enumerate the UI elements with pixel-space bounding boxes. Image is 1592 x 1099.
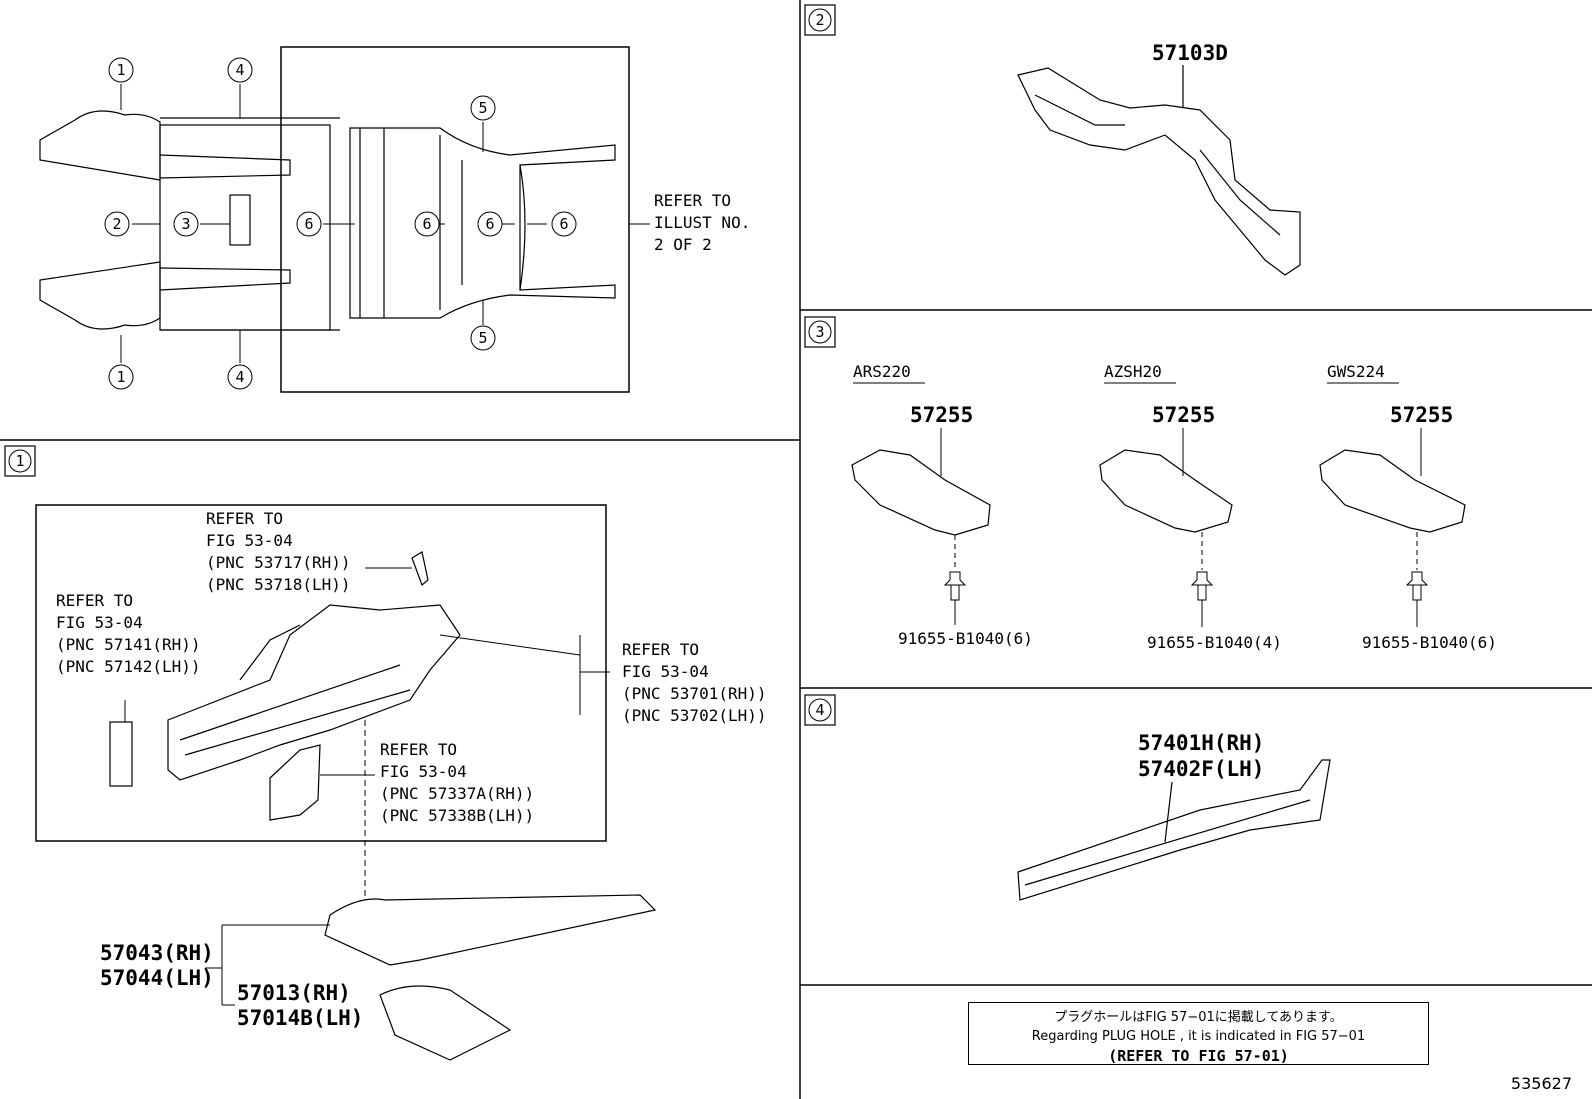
model-code: ARS220: [853, 362, 911, 381]
refer-line: (PNC 57141(RH)): [56, 635, 201, 654]
part-number: 57401H(RH): [1138, 731, 1264, 755]
refer-line: FIG 53-04: [380, 762, 467, 781]
note-japanese: プラグホールはFIG 57−01に掲載してあります。: [1054, 1010, 1343, 1025]
section-badge-number: 1: [15, 452, 24, 470]
section1-leader-lines: [124, 567, 610, 1006]
part-number: 57255: [910, 403, 973, 427]
refer-line: FIG 53-04: [622, 662, 709, 681]
part-number: 57014B(LH): [237, 1006, 363, 1030]
refer-line: (PNC 57142(LH)): [56, 657, 201, 676]
refer-line: FIG 53-04: [56, 613, 143, 632]
refer-line: (PNC 53718(LH)): [206, 575, 351, 594]
bolt-number: 91655-B1040(6): [1362, 633, 1497, 652]
callout-number: 4: [235, 61, 244, 79]
refer-line: FIG 53-04: [206, 531, 293, 550]
callout-number: 6: [304, 215, 313, 233]
callout-number: 1: [116, 61, 125, 79]
callout-number: 6: [485, 215, 494, 233]
section1-refer-d: REFER TO FIG 53-04 (PNC 57337A(RH)) (PNC…: [380, 740, 534, 825]
callout-number: 5: [478, 329, 487, 347]
bolt-number: 91655-B1040(6): [898, 629, 1033, 648]
refer-line: (PNC 53701(RH)): [622, 684, 767, 703]
model-code: AZSH20: [1104, 362, 1162, 381]
overview-callouts: [104, 57, 577, 390]
callout-number: 2: [112, 215, 121, 233]
section3-variant-azsh20: AZSH20 57255 91655-B1040(4): [1099, 362, 1282, 652]
refer-line: (PNC 57337A(RH)): [380, 784, 534, 803]
section1-refer-b: REFER TO FIG 53-04 (PNC 57141(RH)) (PNC …: [56, 591, 201, 676]
overview-refer-text: REFER TO ILLUST NO. 2 OF 2: [654, 191, 750, 254]
part-number: 57402F(LH): [1138, 757, 1264, 781]
section1-badge: 1: [4, 445, 36, 477]
section-badge-number: 4: [815, 701, 824, 719]
refer-line: ILLUST NO.: [654, 213, 750, 232]
bolt-number: 91655-B1040(4): [1147, 633, 1282, 652]
refer-line: 2 OF 2: [654, 235, 712, 254]
part-number: 57044(LH): [100, 966, 214, 990]
callout-number: 3: [181, 215, 190, 233]
document-number: 535627: [1510, 1074, 1572, 1093]
refer-line: REFER TO: [206, 509, 283, 528]
plug-hole-note: プラグホールはFIG 57−01に掲載してあります。 Regarding PLU…: [968, 1002, 1429, 1065]
section3-variant-gws224: GWS224 57255 91655-B1040(6): [1319, 362, 1497, 652]
refer-line: (PNC 57338B(LH)): [380, 806, 534, 825]
refer-line: REFER TO: [380, 740, 457, 759]
refer-line: (PNC 53717(RH)): [206, 553, 351, 572]
callout-number: 6: [559, 215, 568, 233]
section1-part-a: 57043(RH) 57044(LH): [100, 941, 214, 990]
section1-inner-frame: [35, 504, 607, 842]
callout-number: 6: [422, 215, 431, 233]
callout-number: 4: [235, 368, 244, 386]
note-refer: (REFER TO FIG 57-01): [1108, 1047, 1289, 1065]
callout-number: 5: [478, 99, 487, 117]
overview-leader-lines: [120, 84, 650, 363]
section-badge-number: 3: [815, 323, 824, 341]
part-number: 57255: [1390, 403, 1453, 427]
callout-number: 1: [116, 368, 125, 386]
section2-badge: 2: [804, 4, 836, 36]
model-code: GWS224: [1327, 362, 1385, 381]
part-number: 57255: [1152, 403, 1215, 427]
section4-badge: 4: [804, 694, 836, 726]
section3-badge: 3: [804, 316, 836, 348]
overview-frame-diagram: [39, 46, 630, 393]
overview-callout-numbers: 1 4 5 2 3 6 6 6 6 5 1 4: [112, 61, 568, 386]
refer-line: REFER TO: [56, 591, 133, 610]
section-badge-number: 2: [815, 11, 824, 29]
part-number: 57043(RH): [100, 941, 214, 965]
section1-refer-c: REFER TO FIG 53-04 (PNC 53701(RH)) (PNC …: [622, 640, 767, 725]
part-number: 57013(RH): [237, 981, 351, 1005]
refer-line: (PNC 53702(LH)): [622, 706, 767, 725]
section1-refer-a: REFER TO FIG 53-04 (PNC 53717(RH)) (PNC …: [206, 509, 351, 594]
note-english: Regarding PLUG HOLE , it is indicated in…: [1031, 1029, 1366, 1044]
refer-line: REFER TO: [622, 640, 699, 659]
section1-part-b: 57013(RH) 57014B(LH): [237, 981, 363, 1030]
section1-apron-drawing: [109, 551, 657, 1061]
refer-line: REFER TO: [654, 191, 731, 210]
section2-rail-drawing: [1017, 65, 1301, 276]
part-number: 57103D: [1152, 41, 1228, 65]
section3-variant-ars220: ARS220 57255 91655-B1040(6): [851, 362, 1033, 648]
section4-rocker-drawing: [1017, 759, 1331, 901]
